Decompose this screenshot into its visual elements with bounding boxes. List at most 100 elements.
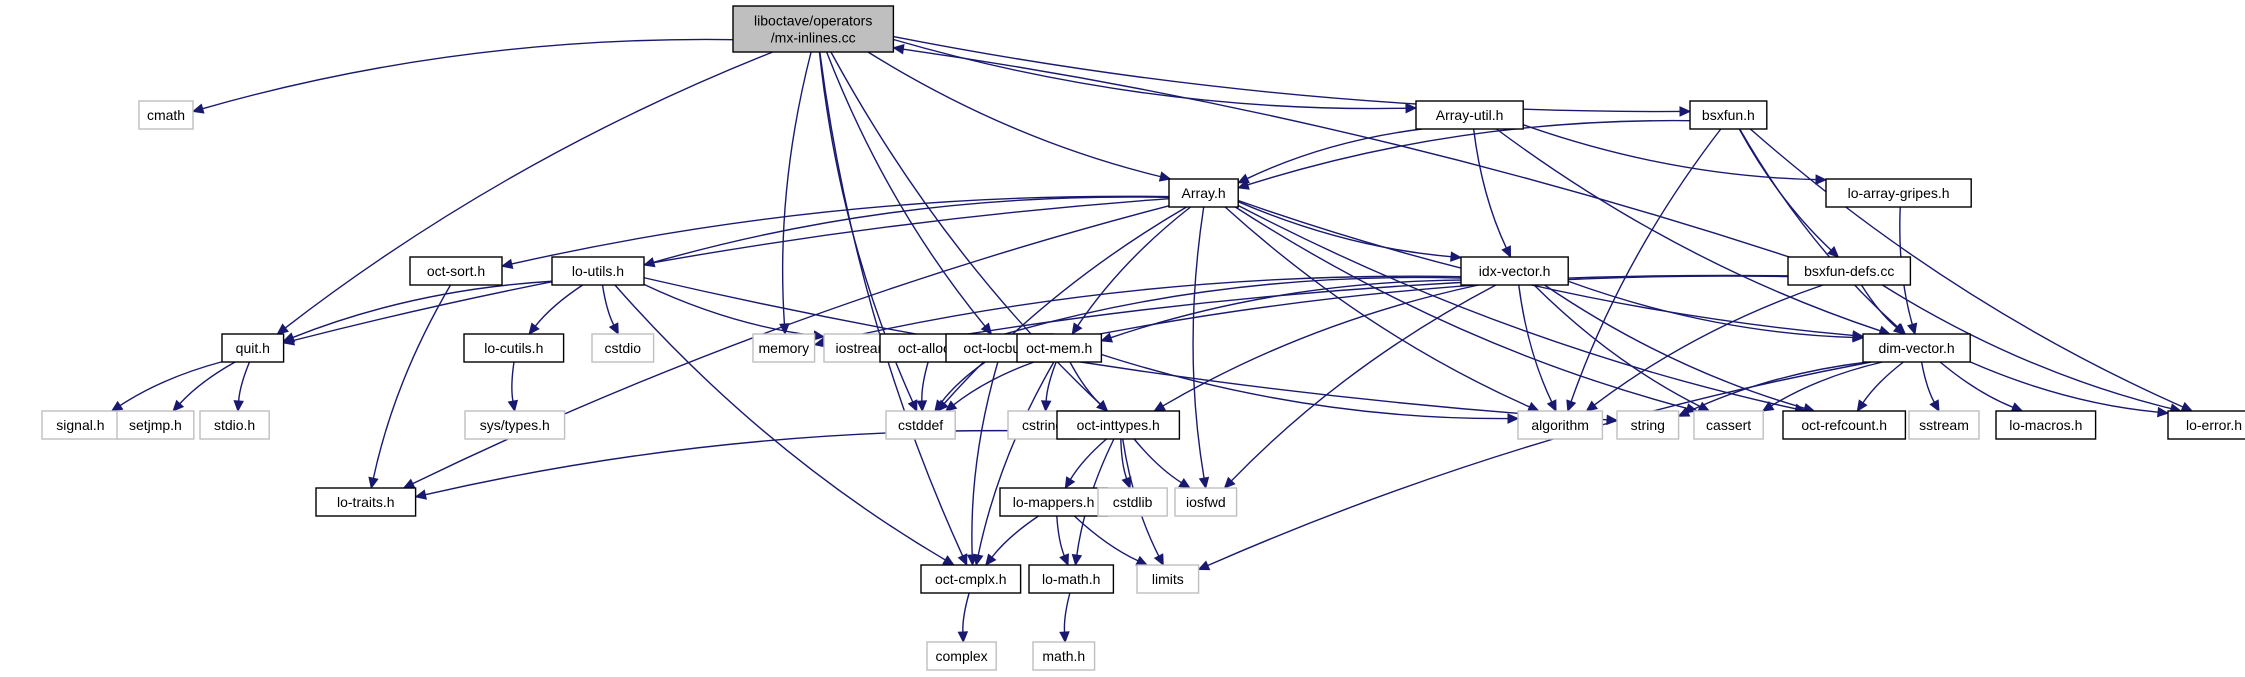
node-cstddef[interactable]: cstddef <box>885 410 956 440</box>
edge-lo-math-to-math <box>1059 592 1071 644</box>
edge-line <box>1073 515 1139 562</box>
edge-line <box>1881 284 2172 410</box>
node-oct-inttypes[interactable]: oct-inttypes.h <box>1056 410 1181 440</box>
node-bsxfun-defs[interactable]: bsxfun-defs.cc <box>1787 256 1912 286</box>
node-quit[interactable]: quit.h <box>221 333 285 363</box>
arrowhead-icon <box>528 322 540 335</box>
edge-line <box>824 275 1462 344</box>
arrowhead-icon <box>1526 401 1540 412</box>
edge-line <box>425 429 1058 496</box>
node-box <box>1097 487 1168 517</box>
edge-line <box>910 274 1789 345</box>
edge-line <box>372 284 452 479</box>
node-label: sys/types.h <box>480 417 550 433</box>
arrowhead-icon <box>957 631 969 644</box>
node-box <box>1168 178 1239 208</box>
edge-line <box>292 280 553 339</box>
node-setjmp[interactable]: setjmp.h <box>116 410 195 440</box>
arrowhead-icon <box>1237 173 1250 184</box>
edge-line <box>1570 128 1722 402</box>
node-lo-mappers[interactable]: lo-mappers.h <box>999 487 1108 517</box>
node-box <box>885 410 956 440</box>
node-cmath[interactable]: cmath <box>138 100 194 130</box>
node-lo-macros[interactable]: lo-macros.h <box>1995 410 2097 440</box>
arrowhead-icon <box>402 478 416 489</box>
edge-Array-to-oct-mem <box>1071 206 1191 336</box>
edge-Array-util-to-idx-vector <box>1472 128 1512 259</box>
node-idx-vector[interactable]: idx-vector.h <box>1460 256 1569 286</box>
edge-line <box>953 361 1035 406</box>
node-complex[interactable]: complex <box>926 641 997 671</box>
node-label: cstdlib <box>1113 494 1153 510</box>
node-bsxfun[interactable]: bsxfun.h <box>1689 100 1768 130</box>
node-oct-mem[interactable]: oct-mem.h <box>1016 333 1103 363</box>
node-lo-error[interactable]: lo-error.h <box>2167 410 2245 440</box>
node-math[interactable]: math.h <box>1032 641 1096 671</box>
node-iosfwd[interactable]: iosfwd <box>1174 487 1238 517</box>
arrowhead-icon <box>1929 399 1940 413</box>
node-algorithm[interactable]: algorithm <box>1517 410 1604 440</box>
node-cassert[interactable]: cassert <box>1693 410 1764 440</box>
arrowhead-icon <box>1566 399 1577 413</box>
edge-line <box>1045 361 1057 402</box>
node-lo-traits[interactable]: lo-traits.h <box>315 487 417 517</box>
arrowhead-icon <box>942 555 955 566</box>
edge-line <box>534 284 584 327</box>
node-label: lo-error.h <box>2186 417 2242 433</box>
node-memory[interactable]: memory <box>752 333 816 363</box>
node-Array-util[interactable]: Array-util.h <box>1415 100 1524 130</box>
node-limits[interactable]: limits <box>1136 564 1200 594</box>
arrowhead-icon <box>233 400 244 413</box>
edge-line <box>1110 279 1462 339</box>
node-dim-vector[interactable]: dim-vector.h <box>1862 333 1971 363</box>
edge-Array-to-iosfwd <box>1192 206 1210 490</box>
node-label: lo-utils.h <box>572 263 624 279</box>
node-oct-refcount[interactable]: oct-refcount.h <box>1782 410 1907 440</box>
edge-bsxfun-defs-to-mx-inlines <box>892 44 1790 258</box>
node-string[interactable]: string <box>1616 410 1680 440</box>
edge-line <box>867 51 1161 178</box>
edge-oct-alloc-to-cstddef <box>916 361 929 413</box>
edge-line <box>1224 206 1530 408</box>
edge-line <box>293 197 1170 342</box>
node-lo-array-gripes[interactable]: lo-array-gripes.h <box>1825 178 1972 208</box>
edge-oct-mem-to-cstring <box>1040 361 1057 413</box>
edge-quit-to-stdio <box>233 361 251 413</box>
arrowhead-icon <box>500 258 514 270</box>
node-oct-cmplx[interactable]: oct-cmplx.h <box>920 564 1022 594</box>
node-mx-inlines[interactable]: liboctave/operators/mx-inlines.cc <box>732 5 895 53</box>
edge-line <box>601 284 615 326</box>
node-lo-cutils[interactable]: lo-cutils.h <box>463 333 565 363</box>
edge-line <box>1920 361 1935 403</box>
edge-line <box>643 277 1608 421</box>
node-signal[interactable]: signal.h <box>41 410 120 440</box>
node-box <box>116 410 195 440</box>
node-stdio[interactable]: stdio.h <box>199 410 270 440</box>
node-label: oct-sort.h <box>427 263 485 279</box>
node-box <box>1995 410 2097 440</box>
node-cstdio[interactable]: cstdio <box>591 333 655 363</box>
node-cstdlib[interactable]: cstdlib <box>1097 487 1168 517</box>
arrowhead-icon <box>980 322 993 335</box>
edge-oct-sort-to-lo-traits <box>368 284 452 490</box>
arrowhead-icon <box>1158 171 1172 182</box>
node-Array[interactable]: Array.h <box>1168 178 1239 208</box>
node-box <box>2167 410 2245 440</box>
edge-dim-vector-to-string <box>1677 361 1868 417</box>
edge-oct-mem-to-cstddef <box>944 361 1035 412</box>
node-oct-sort[interactable]: oct-sort.h <box>409 256 503 286</box>
node-lo-math[interactable]: lo-math.h <box>1028 564 1115 594</box>
arrowhead-icon <box>191 103 205 114</box>
edge-bsxfun-defs-to-algorithm <box>1585 284 1824 412</box>
node-label: dim-vector.h <box>1878 340 1954 356</box>
node-box <box>1862 333 1971 363</box>
node-lo-utils[interactable]: lo-utils.h <box>551 256 645 286</box>
arrowhead-icon <box>172 399 185 412</box>
node-sstream[interactable]: sstream <box>1908 410 1980 440</box>
arrowhead-icon <box>642 257 656 268</box>
edge-line <box>781 51 812 325</box>
edge-line <box>1939 361 2014 408</box>
edge-line <box>643 283 815 337</box>
node-sys-types[interactable]: sys/types.h <box>464 410 566 440</box>
edge-lo-mappers-to-oct-cmplx <box>985 515 1039 566</box>
